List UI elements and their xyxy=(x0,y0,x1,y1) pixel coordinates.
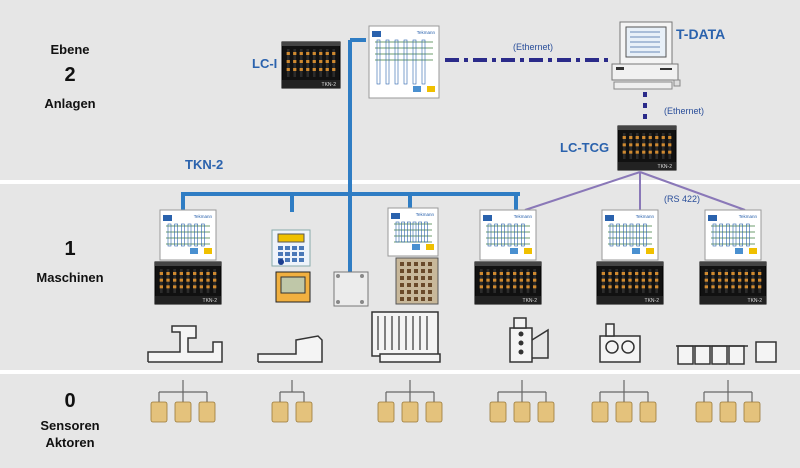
ethernet-label-top: (Ethernet) xyxy=(513,42,554,52)
lc-i-label: LC-I xyxy=(252,56,278,71)
machine-panel-3: Tekmann xyxy=(704,209,762,261)
machine-panel-1: Tekmann xyxy=(479,209,537,261)
panel-brand: Tekmann xyxy=(194,214,213,219)
tkn-2-bus-label: TKN-2 xyxy=(185,157,224,172)
lc-i-rack: TKN-2 xyxy=(281,41,341,89)
center-panel: Tekmann xyxy=(387,207,439,257)
machine-outline-4 xyxy=(599,323,641,363)
level-2-name: Anlagen xyxy=(44,96,96,111)
sensor-block xyxy=(271,401,289,423)
machine-outline-0 xyxy=(147,325,223,363)
t-data-computer xyxy=(611,21,681,90)
sensor-block xyxy=(513,401,531,423)
center-io-rack xyxy=(395,257,439,305)
machine-rack-1: TKN-2 xyxy=(474,261,542,305)
sensor-block xyxy=(743,401,761,423)
sensor-block xyxy=(489,401,507,423)
panel-brand: Tekmann xyxy=(416,212,435,217)
rs422-line xyxy=(639,171,746,211)
level-1-number: 1 xyxy=(64,238,76,260)
computer-base xyxy=(611,63,679,81)
level-separator xyxy=(0,180,800,184)
junction-box xyxy=(333,271,369,307)
sensor-tree-4 xyxy=(591,380,657,423)
keyboard xyxy=(613,81,673,90)
sensor-block xyxy=(537,401,555,423)
panel-brand: Tekmann xyxy=(636,214,655,219)
rack-tag: TKN-2 xyxy=(322,82,337,88)
rs422-links xyxy=(524,171,746,211)
ethernet-label-side: (Ethernet) xyxy=(664,106,705,116)
rack-tag: TKN-2 xyxy=(748,298,763,304)
rack-tag: TKN-2 xyxy=(523,298,538,304)
machine-panel-0: Tekmann xyxy=(159,209,217,261)
sensor-block xyxy=(425,401,443,423)
panel-brand: Tekmann xyxy=(739,214,758,219)
sensor-block xyxy=(719,401,737,423)
level-2-number: 2 xyxy=(64,64,76,86)
lc-tcg-label: LC-TCG xyxy=(560,140,610,155)
machine-rack-3: TKN-2 xyxy=(699,261,767,305)
operator-terminal xyxy=(271,229,311,303)
level-0-name-sensors: Sensoren xyxy=(40,418,100,433)
level-header: Ebene xyxy=(50,42,90,57)
machine-outline-5 xyxy=(676,341,777,365)
rs422-label: (RS 422) xyxy=(664,194,701,204)
machine-outline-2 xyxy=(371,311,441,363)
sensor-block xyxy=(401,401,419,423)
level-0-name-actuators: Aktoren xyxy=(45,435,95,450)
sensor-block xyxy=(695,401,713,423)
panel-brand: Tekmann xyxy=(514,214,533,219)
sensor-tree-3 xyxy=(489,380,555,423)
rack-tag: TKN-2 xyxy=(203,298,218,304)
sensor-block xyxy=(639,401,657,423)
machine-rack-0: TKN-2 xyxy=(154,261,222,305)
machine-panel-2: Tekmann xyxy=(601,209,659,261)
sensor-block xyxy=(591,401,609,423)
lc-i-panel: Tekmann xyxy=(368,25,440,99)
machine-outline-3 xyxy=(509,317,549,363)
t-data-label: T-DATA xyxy=(676,26,726,42)
rs422-line xyxy=(524,171,641,211)
level-1-name: Maschinen xyxy=(36,270,104,285)
sensor-tree-5 xyxy=(695,380,761,423)
sensor-tree-2 xyxy=(377,380,443,423)
panel-brand: Tekmann xyxy=(417,30,436,35)
sensor-block xyxy=(615,401,633,423)
sensor-block xyxy=(150,401,168,423)
sensor-block xyxy=(198,401,216,423)
machine-rack-2: TKN-2 xyxy=(596,261,664,305)
level-separator xyxy=(0,370,800,374)
sensor-block xyxy=(377,401,395,423)
sensor-block xyxy=(295,401,313,423)
mouse xyxy=(673,79,681,87)
level-0-number: 0 xyxy=(64,390,76,412)
level-0-band xyxy=(0,374,800,468)
rack-tag: TKN-2 xyxy=(658,164,673,170)
sensor-block xyxy=(174,401,192,423)
lc-tcg-rack: TKN-2 xyxy=(617,125,677,171)
machine-outline-1 xyxy=(257,335,323,363)
sensor-tree-0 xyxy=(150,380,216,423)
rack-tag: TKN-2 xyxy=(645,298,660,304)
sensor-tree-1 xyxy=(271,380,313,423)
